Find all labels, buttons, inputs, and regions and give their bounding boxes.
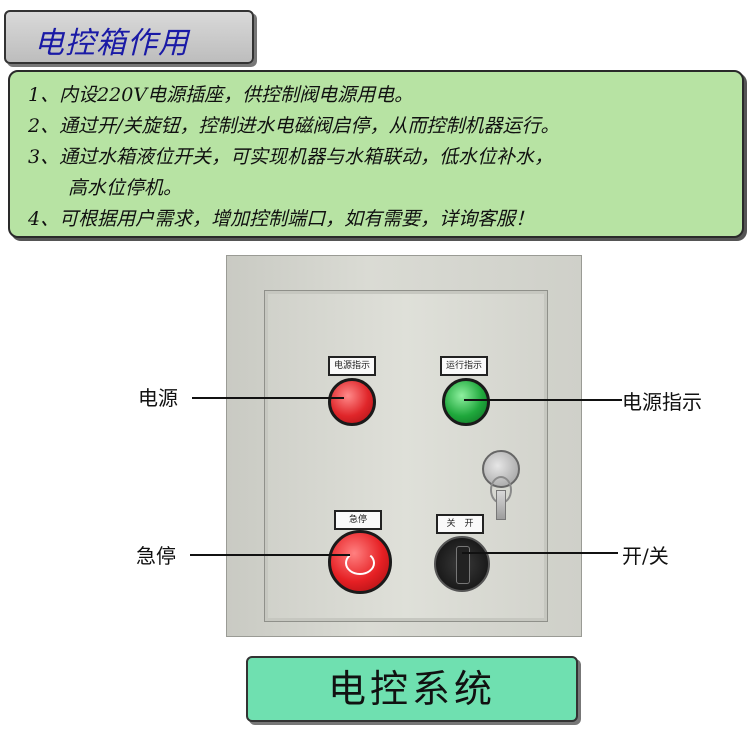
run-indicator-sign: 运行指示 <box>440 356 488 376</box>
callout-label-estop: 急停 <box>136 544 176 568</box>
reset-arrow-icon <box>345 551 375 575</box>
callout-label-power: 电源 <box>138 386 178 410</box>
info-panel: 1、内设220V电源插座，供控制阀电源用电。 2、通过开/关旋钮，控制进水电磁阀… <box>8 70 744 238</box>
callout-line-on-off <box>462 552 618 554</box>
callout-line-power-indicator <box>464 399 622 401</box>
emergency-stop-button[interactable] <box>328 530 392 594</box>
control-cabinet-photo: 电源指示 运行指示 急停 关 开 电源 电源指示 急停 开/关 <box>0 250 750 640</box>
on-off-selector-switch[interactable] <box>434 536 490 592</box>
bottom-banner: 电控系统 <box>246 656 578 722</box>
title-banner: 电控箱作用 <box>4 10 254 64</box>
green-run-lamp <box>442 378 490 426</box>
selector-knob <box>456 546 470 584</box>
power-indicator-sign: 电源指示 <box>328 356 376 376</box>
callout-line-power <box>192 397 344 399</box>
callout-label-power-indicator: 电源指示 <box>622 390 702 414</box>
callout-line-estop <box>190 554 350 556</box>
key-icon <box>496 490 506 520</box>
info-line-3: 3、通过水箱液位开关，可实现机器与水箱联动，低水位补水， <box>28 146 554 168</box>
estop-sign: 急停 <box>334 510 382 530</box>
switch-sign: 关 开 <box>436 514 484 534</box>
info-line-4: 4、可根据用户需求，增加控制端口，如有需要，详询客服！ <box>28 208 535 230</box>
page-title: 电控箱作用 <box>34 26 189 61</box>
bottom-banner-text: 电控系统 <box>327 667 496 711</box>
info-line-2: 2、通过开/关旋钮，控制进水电磁阀启停，从而控制机器运行。 <box>28 115 560 137</box>
red-power-lamp <box>328 378 376 426</box>
callout-label-on-off: 开/关 <box>622 544 669 568</box>
info-line-1: 1、内设220V电源插座，供控制阀电源用电。 <box>28 84 414 106</box>
info-line-3-continued: 高水位停机。 <box>68 177 183 199</box>
